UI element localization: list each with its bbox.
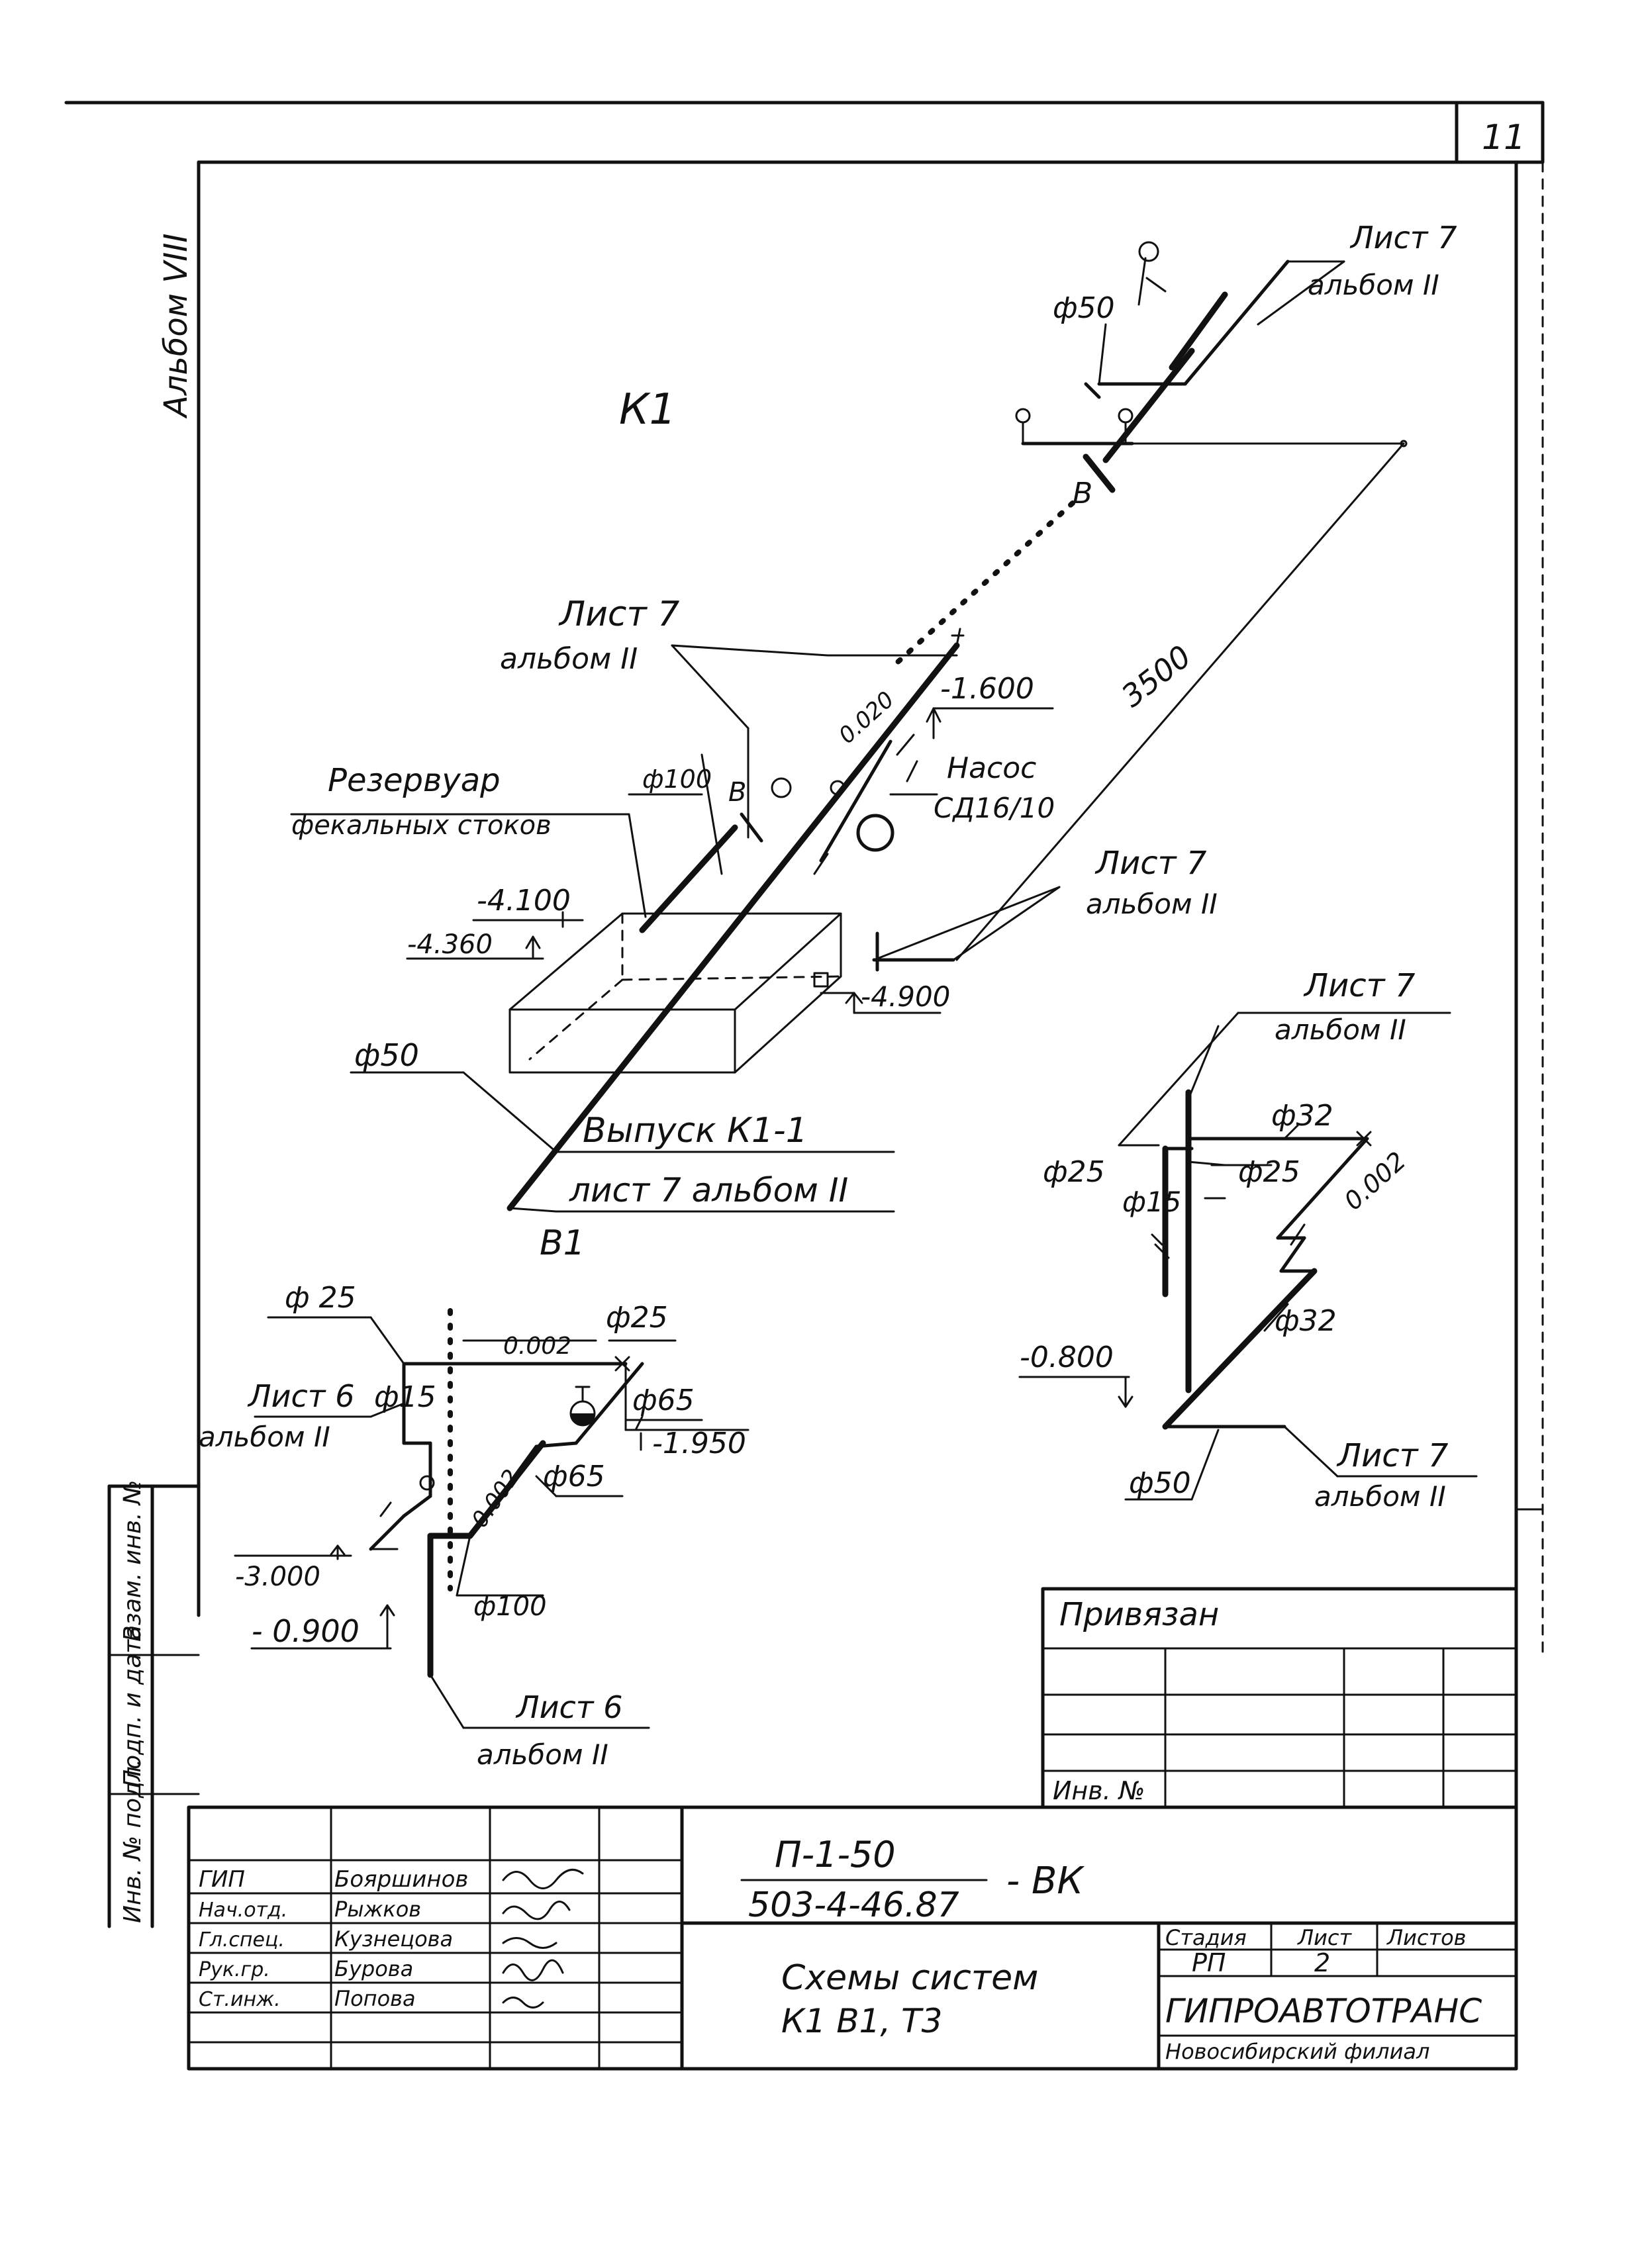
album-label: Альбом VIII <box>158 233 195 419</box>
b1-album2-left: альбом II <box>199 1421 330 1453</box>
t3-album2-top: альбом II <box>1275 1014 1406 1046</box>
k1-album2-top: альбом II <box>1308 269 1439 301</box>
k1-b-mark-mid: В <box>728 777 746 808</box>
pump-model: СД16/10 <box>934 792 1055 824</box>
binding-inv-no: Инв. № <box>1053 1776 1145 1805</box>
b1-d65-top: ф65 <box>632 1384 695 1417</box>
b1-d65-mid: ф65 <box>543 1460 605 1493</box>
role-2: Гл.спец. <box>199 1928 285 1952</box>
k1-schematic <box>290 241 1408 1213</box>
k1-slope: 0.020 <box>834 686 899 749</box>
b1-album2-bottom: альбом II <box>477 1738 608 1771</box>
sheet-value: 2 <box>1314 1948 1330 1977</box>
k1-album2-mid: альбом II <box>500 642 638 676</box>
stage-header: Стадия <box>1165 1925 1247 1950</box>
b1-d25-top: ф 25 <box>285 1281 356 1315</box>
role-0: ГИП <box>199 1866 245 1893</box>
binding-title: Привязан <box>1059 1596 1219 1633</box>
t3-list7-bottom: Лист 7 <box>1336 1437 1449 1474</box>
doc-code-2: 503-4-46.87 <box>748 1885 959 1925</box>
left-strip-sign-date: Подп. и дата <box>119 1625 146 1787</box>
role-4: Ст.инж. <box>199 1988 281 2011</box>
k1-b-branch <box>1083 453 1116 493</box>
outlet-label-2: лист 7 альбом II <box>569 1171 848 1209</box>
b1-elev-1950: -1.950 <box>652 1427 746 1460</box>
t3-d15: ф15 <box>1122 1186 1181 1218</box>
b1-slope-top: 0.002 <box>503 1333 571 1360</box>
t3-list7-top: Лист 7 <box>1303 967 1416 1004</box>
left-strip-replace-inv: Взам. инв. № <box>119 1480 146 1642</box>
t3-d32-top: ф32 <box>1271 1099 1333 1133</box>
sheet-title-2: К1 В1, Т3 <box>781 2002 942 2040</box>
name-1: Рыжков <box>334 1897 421 1922</box>
pump-title: Насос <box>947 751 1036 785</box>
k1-dim-3500 <box>955 442 1405 961</box>
reservoir-label-1: Резервуар <box>328 762 501 799</box>
k1-system-label: К1 <box>619 385 676 434</box>
sheets-header: Листов <box>1386 1925 1467 1950</box>
t3-d50: ф50 <box>1129 1466 1191 1500</box>
b1-system-label: В1 <box>540 1223 585 1263</box>
b1-elev-3000: -3.000 <box>235 1562 320 1592</box>
k1-main-pipe <box>507 642 960 1211</box>
name-4: Попова <box>334 1986 416 2011</box>
binding-table <box>1041 1587 1518 1809</box>
pump-symbol <box>856 814 894 852</box>
name-0: Бояршинов <box>334 1866 468 1893</box>
k1-b-mark-top: В <box>1073 477 1092 510</box>
k1-d50-bottom: ф50 <box>354 1037 419 1073</box>
reservoir-label-2: фекальных стоков <box>291 810 552 841</box>
stage-value: РП <box>1192 1948 1226 1977</box>
name-3: Бурова <box>334 1956 413 1981</box>
name-2: Кузнецова <box>334 1926 453 1952</box>
sheet-frame <box>64 101 1545 1656</box>
b1-slope-mid: 0.002 <box>467 1464 526 1533</box>
k1-elev-4900: -4.900 <box>861 980 950 1013</box>
k1-dim-3500-label: 3500 <box>1115 638 1198 714</box>
t3-album2-bottom: альбом II <box>1314 1480 1446 1513</box>
outlet-label-1: Выпуск К1-1 <box>583 1111 808 1151</box>
t3-elev-0800: -0.800 <box>1020 1341 1114 1374</box>
t3-d32-mid: ф32 <box>1275 1304 1337 1338</box>
doc-suffix: - ВК <box>1006 1860 1085 1903</box>
b1-d15: ф15 <box>374 1380 436 1414</box>
org-name: ГИПРОАВТОТРАНС <box>1165 1992 1482 2030</box>
role-1: Нач.отд. <box>199 1899 287 1922</box>
k1-d100: ф100 <box>642 765 712 794</box>
signatures <box>502 1868 584 2008</box>
title-block <box>187 1805 1518 2071</box>
k1-elev-4360: -4.360 <box>407 929 493 960</box>
t3-d25-right: ф25 <box>1238 1155 1300 1189</box>
k1-list7-top: Лист 7 <box>1349 220 1457 256</box>
b1-d25-right: ф25 <box>606 1301 668 1335</box>
k1-d50-top: ф50 <box>1053 291 1115 325</box>
k1-list7-mid: Лист 7 <box>558 594 679 634</box>
k1-elev-4100: -4.100 <box>477 884 571 918</box>
left-strip <box>107 1484 201 1928</box>
b1-d100: ф100 <box>473 1591 547 1622</box>
doc-code-1: П-1-50 <box>775 1834 896 1875</box>
left-strip-inv-orig: Инв. № подл. <box>119 1759 146 1923</box>
b1-main-pipe <box>467 1440 546 1539</box>
t3-schematic <box>1018 1012 1478 1501</box>
b1-list6-left: Лист 6 <box>247 1378 354 1414</box>
k1-hidden-pipe <box>888 500 1075 671</box>
org-branch: Новосибирский филиал <box>1165 2039 1429 2064</box>
page-number: 11 <box>1482 118 1525 158</box>
b1-schematic <box>234 1308 749 1729</box>
b1-list6-bottom: Лист 6 <box>515 1689 622 1725</box>
k1-elev-1600: -1.600 <box>940 672 1034 706</box>
t3-d25-left: ф25 <box>1043 1155 1105 1189</box>
sheet-title-1: Схемы систем <box>781 1958 1038 1998</box>
sheet-header: Лист <box>1297 1925 1352 1950</box>
b1-elev-0900: - 0.900 <box>252 1613 360 1649</box>
k1-list7-right: Лист 7 <box>1094 845 1207 882</box>
role-3: Рук.гр. <box>199 1958 270 1981</box>
k1-album2-right: альбом II <box>1086 888 1218 920</box>
